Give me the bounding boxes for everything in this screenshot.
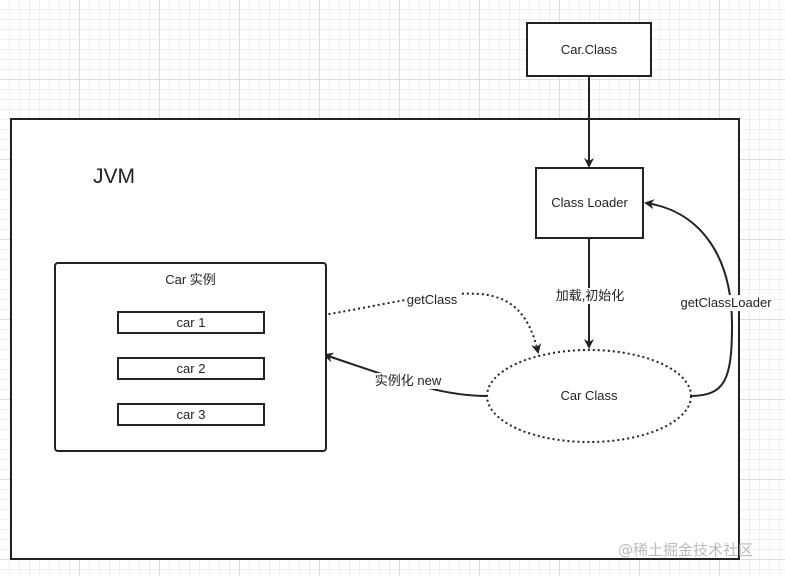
instance-car-1: car 1 <box>117 311 265 334</box>
jvm-label: JVM <box>93 165 135 188</box>
edge-label-instantiate: 实例化 new <box>372 373 444 389</box>
class-loader-box: Class Loader <box>535 167 644 239</box>
edge-getclass <box>263 292 542 354</box>
car-class-file-label: Car.Class <box>560 41 618 57</box>
class-loader-label: Class Loader <box>551 195 628 210</box>
car-class-ellipse <box>486 349 692 443</box>
instance-car-3: car 3 <box>117 403 265 426</box>
instance-label: car 3 <box>176 406 206 422</box>
watermark: @稀土掘金技术社区 <box>618 541 754 559</box>
edge-label-getclass: getClass <box>404 292 460 308</box>
instance-car-2: car 2 <box>117 357 265 380</box>
edge-label-load-init: 加载,初始化 <box>553 288 627 304</box>
car-instances-title: Car 实例 <box>165 272 216 287</box>
instance-label: car 1 <box>176 314 206 330</box>
car-class-file-box: Car.Class <box>526 22 652 77</box>
instance-label: car 2 <box>176 360 206 376</box>
car-class-label: Car Class <box>560 388 618 403</box>
edge-getclassloader <box>644 199 734 397</box>
edge-label-getclassloader: getClassLoader <box>678 295 774 311</box>
